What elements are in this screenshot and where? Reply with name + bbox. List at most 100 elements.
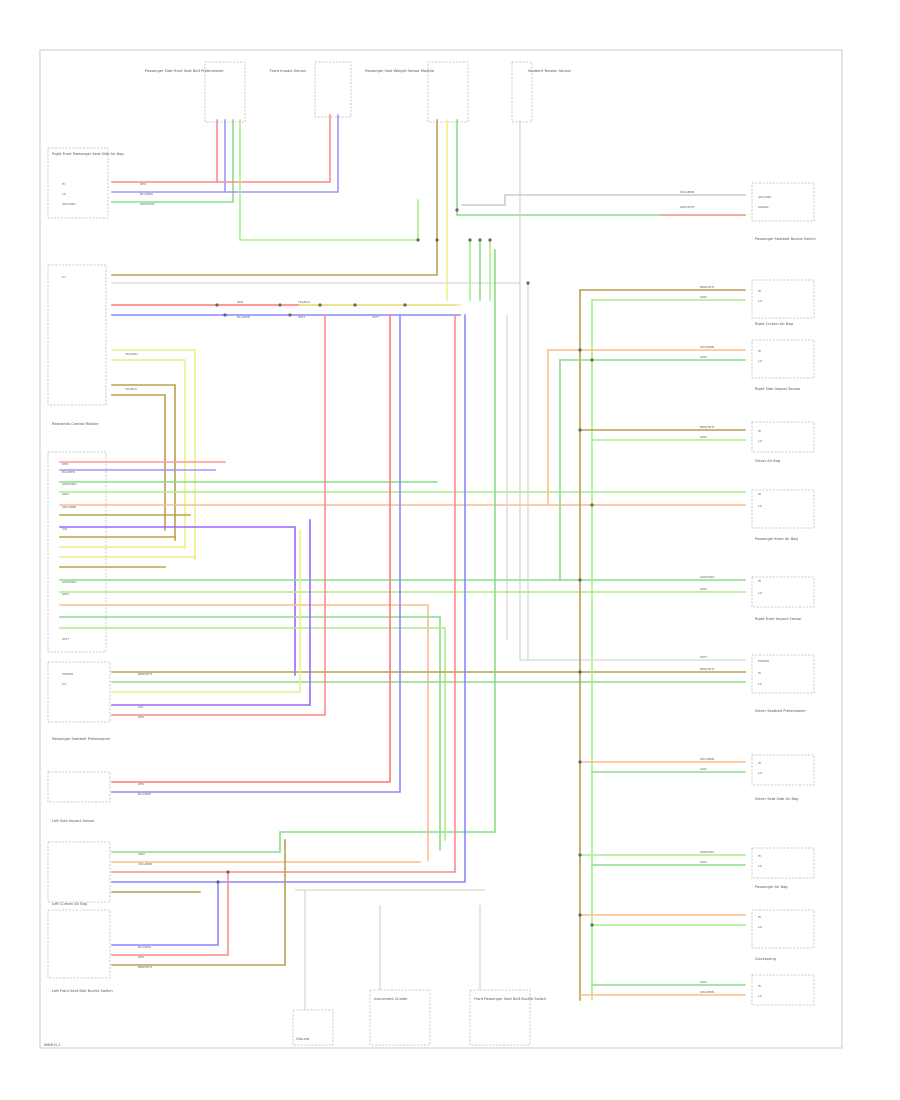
bottom-3-label: Front Passenger Seat Belt Buckle Switch (474, 997, 546, 1001)
right-1-label: Passenger Seatbelt Buckle Switch (755, 237, 816, 241)
pin-label: HI (758, 915, 761, 919)
pin-label: HI (758, 492, 761, 496)
wire-code: VIO (62, 527, 68, 531)
pin-label: LO (758, 925, 763, 929)
left-lower-sensor-label: Left Front Seat Belt Buckle Switch (52, 989, 113, 993)
pin-label: SIGNAL (758, 205, 769, 209)
pin-label: GROUND (758, 195, 772, 199)
wire-code: YEL/RED (125, 352, 138, 356)
right-6-label: Right Front Impact Sensor (755, 617, 802, 621)
wire-code: ORG/BRN (62, 505, 76, 509)
wire-code: GRN (700, 980, 707, 984)
right-7-label: Driver Seatbelt Pretensioner (755, 709, 807, 713)
wire-code: BLU/RED (138, 945, 152, 949)
wire-code: VIO (138, 705, 144, 709)
pin-label: HI (758, 854, 761, 858)
wire-code: GRN (700, 295, 707, 299)
wire-code: RED (237, 300, 244, 304)
right-9-label: Passenger Air Bag (755, 885, 788, 889)
wire-code: BRN/WHT (700, 667, 715, 671)
wire-code: RED (140, 182, 147, 186)
wire-code: ORG/BRN (700, 345, 714, 349)
pin-label: POWER (62, 672, 73, 676)
wire-code: BLU/RED (237, 315, 251, 319)
wire-code: ORG/BRN (138, 862, 152, 866)
wire-code: GRN (138, 852, 145, 856)
pin-label: C2 (62, 682, 66, 686)
pin-label: LO (758, 359, 763, 363)
splice-points (215, 208, 594, 927)
footer-code: W84H1-1 (44, 1043, 61, 1047)
right-2-label: Right Curtain Air Bag (755, 322, 793, 326)
wire-code: ORG/BRN (680, 190, 694, 194)
wire-code: BLU/RED (140, 192, 154, 196)
wire-code: GRN (700, 860, 707, 864)
pin-label: HI (758, 349, 761, 353)
pin-label: HI (758, 761, 761, 765)
wire-code: GRN (700, 355, 707, 359)
wire-code: RED (138, 782, 145, 786)
left-curtain-label: Left Curtain Air Bag (52, 902, 87, 906)
wire-code: GRN/ORG (700, 850, 715, 854)
wire-code: GRN/WHT (680, 205, 695, 209)
pin-label: LO (758, 994, 763, 998)
wire-code: GRN (62, 492, 69, 496)
pin-label: LO (758, 682, 763, 686)
left-side-impact-label: Left Side Impact Sensor (52, 819, 95, 823)
pin-label: LO (758, 439, 763, 443)
bottom-2-label: Instrument Cluster (374, 997, 408, 1001)
right-5-label: Passenger Knee Air Bag (755, 537, 798, 541)
pin-label: HI (758, 429, 761, 433)
wire-code: ORG/BRN (700, 990, 714, 994)
wire-code: WHT (62, 637, 69, 641)
diagram-border (39, 49, 843, 1049)
pin-label: LO (758, 299, 763, 303)
wire-code: GRN/WHT (140, 202, 155, 206)
right-4-label: Driver Air Bag (755, 459, 780, 463)
wire-code: YEL/BLK (125, 387, 138, 391)
pin-label: POWER (758, 659, 769, 663)
pin-label: GROUND (62, 202, 76, 206)
wire-code: GRN/ORG (62, 580, 77, 584)
pin-label: HI (758, 984, 761, 988)
wire-code: BLU/RED (62, 470, 76, 474)
wire-code: GRN/ORG (62, 482, 77, 486)
wire-code: RED (138, 715, 145, 719)
pin-label: LO (758, 504, 763, 508)
wire-code: GRN (700, 587, 707, 591)
wires (59, 114, 746, 1010)
pin-label: HI (758, 671, 761, 675)
bottom-connectors (292, 989, 531, 1046)
pin-label: LO (62, 192, 67, 196)
wire-code: GRN (700, 435, 707, 439)
left-restraint-module-label: Restraints Control Module (52, 422, 99, 426)
pin-label: C1 (62, 275, 66, 279)
wire-code: BLU/RED (138, 792, 152, 796)
wire-code: GRN (62, 592, 69, 596)
bottom-1-label: Ground (296, 1037, 309, 1041)
right-3-label: Right Side Impact Sensor (755, 387, 801, 391)
wire-code: GRN/ORG (700, 575, 715, 579)
wire-code: WHT (700, 655, 707, 659)
wire-code: RED (138, 955, 145, 959)
top-left-module-label: Passenger Side Front Seat Belt Pretensio… (145, 69, 224, 73)
top-front-sensor-label: Front Impact Sensor (270, 69, 307, 73)
wire-code: BRN/WHT (700, 285, 715, 289)
pin-label: LO (758, 591, 763, 595)
left-pretensioner-lower-label: Passenger Seatbelt Pretensioner (52, 737, 111, 741)
top-passenger-module-label: Passenger Seat Weight Sensor Module (365, 69, 435, 73)
wire-code: BRN/WHT (700, 425, 715, 429)
wire-code: YEL/BLK (298, 300, 311, 304)
right-10-label: Clockspring (755, 957, 776, 961)
wire-code: BRN/WHT (138, 965, 153, 969)
left-front-sensor-label: Right Front Passenger Seat Side Air Bag (52, 152, 124, 156)
pin-label: HI (758, 579, 761, 583)
right-8-label: Driver Seat Side Air Bag (755, 797, 798, 801)
left-connectors (47, 147, 111, 979)
wire-code: GRN (700, 767, 707, 771)
wire-code: ORG/BRN (700, 757, 714, 761)
wire-code: WHT (372, 315, 379, 319)
pin-label: LO (758, 864, 763, 868)
right-connectors (751, 182, 815, 1006)
